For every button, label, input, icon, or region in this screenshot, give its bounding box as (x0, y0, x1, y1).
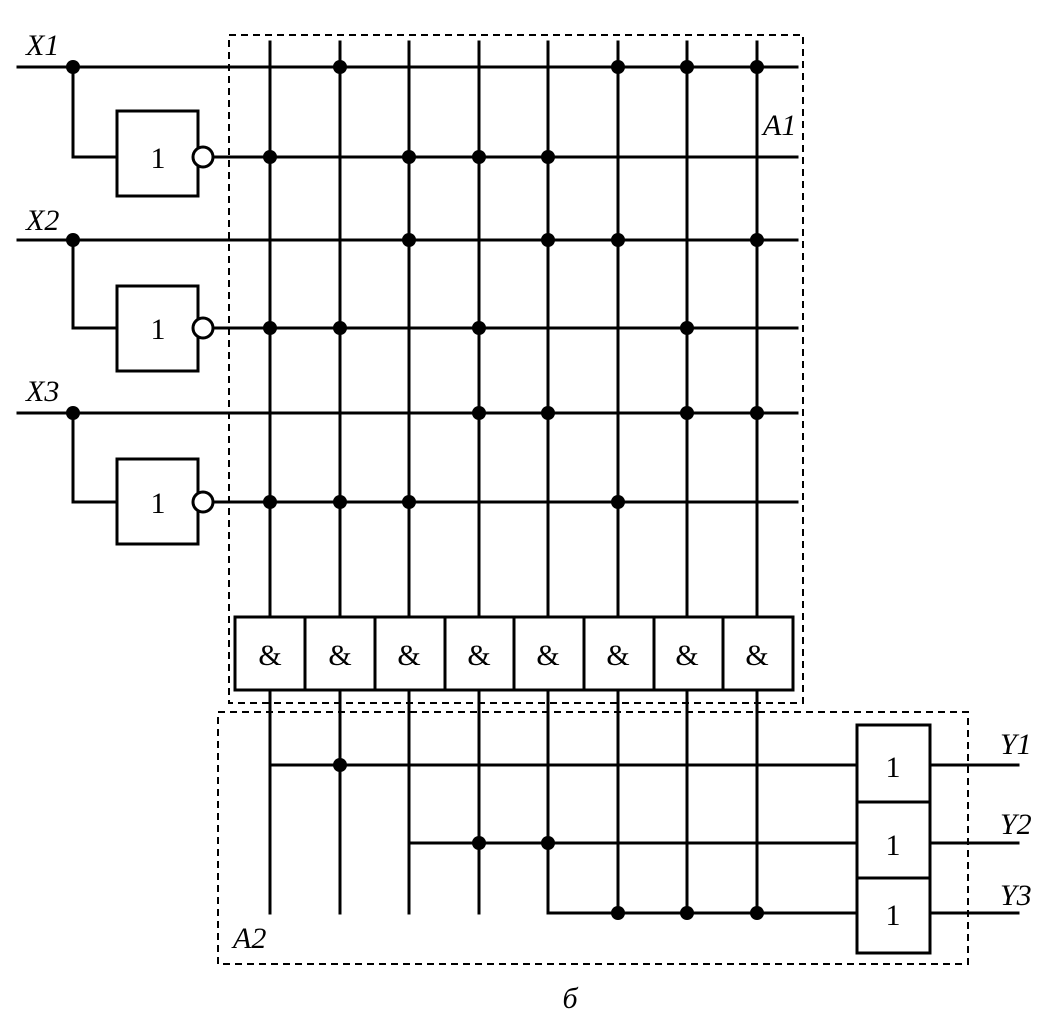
input-branch-dot-x2 (66, 233, 80, 247)
inverter-symbol: 1 (151, 142, 166, 175)
and-connection-dot (750, 60, 764, 74)
figure-caption: б (562, 982, 578, 1015)
and-connection-dot (541, 233, 555, 247)
and-connection-dot (541, 150, 555, 164)
or-connection-dot (750, 906, 764, 920)
block-a1-border (228, 34, 804, 704)
and-gate-4: & (467, 639, 490, 672)
and-connection-dot (750, 406, 764, 420)
output-label-y2: Y2 (1000, 808, 1032, 841)
and-connection-dot (472, 406, 486, 420)
and-connection-dot (472, 150, 486, 164)
inverter-bubble (191, 145, 215, 169)
and-connection-dot (611, 495, 625, 509)
input-branch-dot-x3 (66, 406, 80, 420)
and-connection-dot (680, 406, 694, 420)
inverter-bubble (191, 316, 215, 340)
inverter-gate-x3 (115, 457, 200, 546)
or-gate-y2 (855, 800, 932, 880)
or-connection-dot (680, 906, 694, 920)
and-gate-1: & (258, 639, 281, 672)
and-connection-dot (263, 495, 277, 509)
and-connection-dot (472, 321, 486, 335)
and-gate-2: & (328, 639, 351, 672)
block-a2-border (217, 711, 969, 965)
and-gate-8: & (745, 639, 768, 672)
and-connection-dot (750, 233, 764, 247)
and-connection-dot (333, 321, 347, 335)
and-gate-5: & (536, 639, 559, 672)
and-connection-dot (402, 233, 416, 247)
and-connection-dot (611, 233, 625, 247)
inverter-symbol: 1 (151, 313, 166, 346)
and-gate-7: & (675, 639, 698, 672)
or-connection-dot (472, 836, 486, 850)
or-connection-dot (333, 758, 347, 772)
or-gate-symbol: 1 (886, 751, 901, 784)
output-label-y1: Y1 (1000, 728, 1032, 761)
block-label-a1: A1 (761, 109, 796, 142)
and-connection-dot (541, 406, 555, 420)
inverter-bubble (191, 490, 215, 514)
inverter-symbol: 1 (151, 487, 166, 520)
inverter-gate-x1 (115, 109, 200, 198)
and-connection-dot (333, 60, 347, 74)
and-connection-dot (333, 495, 347, 509)
and-connection-dot (680, 321, 694, 335)
and-connection-dot (402, 150, 416, 164)
input-label-x1: X1 (25, 29, 59, 62)
and-connection-dot (680, 60, 694, 74)
or-gate-symbol: 1 (886, 899, 901, 932)
and-gate-6: & (606, 639, 629, 672)
and-connection-dot (263, 321, 277, 335)
or-gate-y1 (855, 723, 932, 804)
or-connection-dot (611, 906, 625, 920)
and-connection-dot (263, 150, 277, 164)
or-connection-dot (541, 836, 555, 850)
or-gate-y3 (855, 876, 932, 955)
input-label-x3: X3 (25, 375, 59, 408)
output-label-y3: Y3 (1000, 879, 1032, 912)
input-branch-dot-x1 (66, 60, 80, 74)
block-label-a2: A2 (231, 922, 266, 955)
and-connection-dot (611, 60, 625, 74)
and-connection-dot (402, 495, 416, 509)
or-gate-symbol: 1 (886, 829, 901, 862)
and-gate-3: & (397, 639, 420, 672)
input-label-x2: X2 (25, 204, 59, 237)
